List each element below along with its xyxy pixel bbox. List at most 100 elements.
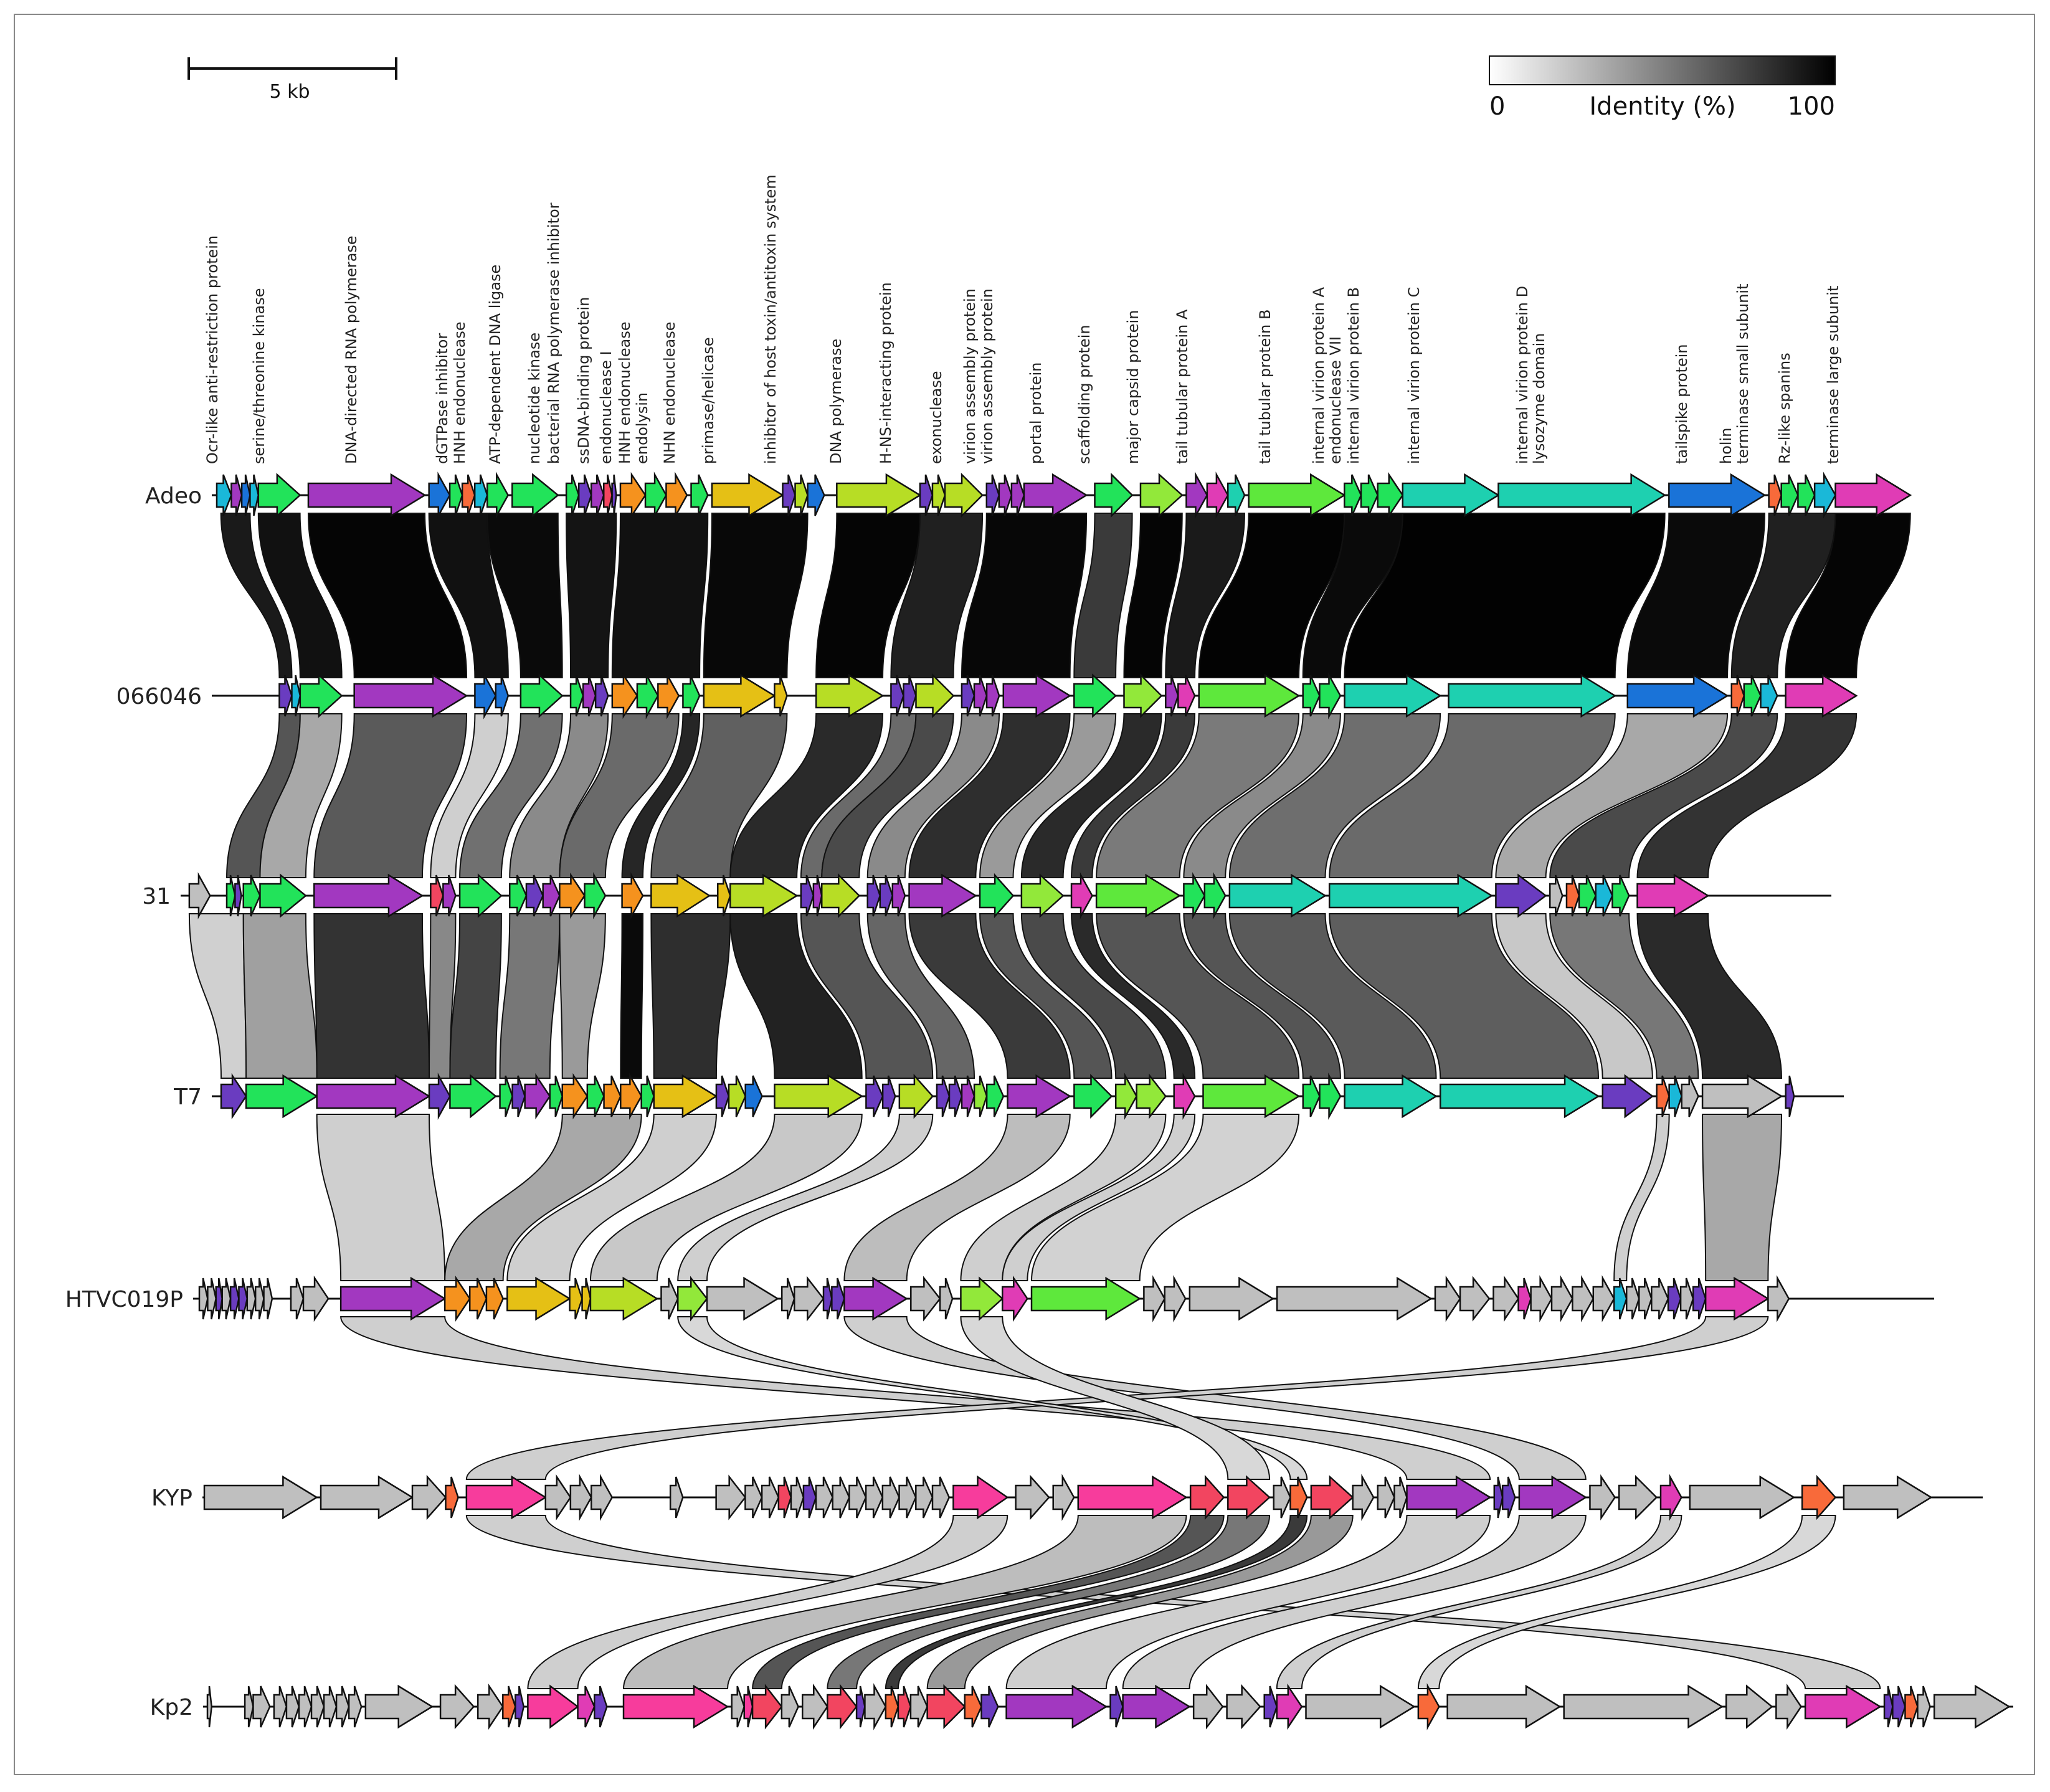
gene-arrow: [339, 1276, 447, 1321]
gene-arrow: [1492, 1275, 1520, 1322]
synteny-link: [979, 713, 1117, 878]
gene-arrow: [915, 673, 955, 719]
gene-arrow: [246, 1278, 257, 1320]
gene-arrow: [1701, 1074, 1783, 1119]
gene-arrow: [291, 675, 301, 717]
gene-arrow: [939, 1278, 954, 1320]
synteny-link: [908, 713, 1071, 878]
gene-arrow: [474, 672, 497, 719]
gene-arrow: [743, 1685, 754, 1728]
gene-arrow: [964, 1685, 982, 1728]
gene-arrow: [676, 1276, 708, 1322]
gene-arrow: [1020, 873, 1065, 918]
gene-arrow: [525, 875, 544, 917]
gene-arrow: [565, 474, 580, 516]
gene-annotation-label: internal virion protein A: [1310, 287, 1327, 464]
gene-arrow: [711, 473, 784, 518]
synteny-link: [650, 913, 731, 1079]
gene-arrow: [800, 875, 815, 917]
gene-arrow: [881, 1075, 896, 1117]
gene-arrow: [594, 675, 609, 717]
gene-arrow: [1183, 872, 1206, 919]
legend-min-label: 0: [1489, 92, 1505, 121]
scale-bar: 5 kb: [187, 57, 397, 103]
synteny-link: [677, 1114, 934, 1281]
gene-arrow: [669, 1476, 684, 1519]
gene-annotation-label: terminase small subunit: [1734, 284, 1752, 465]
gene-arrow: [411, 1474, 447, 1520]
gene-arrow: [1165, 675, 1179, 717]
gene-arrow: [926, 1684, 966, 1730]
gene-arrow: [908, 873, 977, 918]
synteny-link: [979, 913, 1113, 1079]
gene-arrow: [465, 1475, 548, 1520]
synteny-link: [1549, 913, 1699, 1079]
gene-annotation-label: NHN endonuclease: [661, 321, 678, 464]
gene-arrow: [1189, 1474, 1225, 1520]
gene-arrow: [1289, 1476, 1308, 1519]
identity-gradient-bar: [1489, 55, 1836, 85]
gene-arrow: [979, 873, 1015, 919]
gene-arrow: [1010, 474, 1025, 516]
synteny-link: [1344, 513, 1666, 678]
gene-arrow: [207, 1278, 217, 1320]
gene-arrow: [1775, 1683, 1802, 1730]
gene-arrow: [244, 1685, 254, 1728]
gene-arrow: [774, 675, 788, 717]
synteny-link: [1636, 713, 1858, 878]
synteny-link: [1636, 913, 1783, 1079]
gene-arrow: [1589, 1474, 1616, 1521]
gene-arrow: [1263, 1685, 1278, 1728]
synteny-link: [1329, 913, 1600, 1079]
gene-arrow: [1659, 1474, 1682, 1521]
genome-label: 066046: [116, 684, 202, 709]
synteny-link: [866, 713, 1000, 878]
synteny-link: [843, 1114, 1071, 1281]
synteny-link: [449, 913, 502, 1079]
gene-arrow: [1360, 474, 1379, 516]
gene-annotation-label: holin: [1717, 428, 1735, 464]
gene-arrow: [263, 1278, 273, 1320]
gene-arrow: [461, 474, 476, 516]
gene-arrow: [1139, 473, 1184, 518]
gene-arrow: [1760, 675, 1778, 717]
gene-annotation-label: ATP-dependent DNA ligase: [486, 265, 504, 464]
gene-arrow: [761, 1476, 780, 1519]
gene-arrow: [621, 872, 644, 919]
gene-arrow: [502, 1685, 516, 1728]
synteny-link: [1198, 513, 1345, 678]
gene-arrow: [998, 474, 1013, 516]
gene-arrow: [1377, 1476, 1395, 1519]
gene-arrow: [577, 474, 592, 516]
gene-arrow: [1001, 1275, 1028, 1322]
gene-annotation-label: DNA-directed RNA polymerase: [343, 235, 360, 464]
gene-arrow: [1077, 1475, 1188, 1520]
gene-arrow: [619, 472, 647, 519]
gene-arrow: [716, 875, 731, 917]
synteny-links: [188, 513, 1911, 1689]
gene-arrow: [1228, 873, 1327, 918]
gene-arrow: [931, 474, 946, 516]
gene-arrow: [1344, 1074, 1438, 1119]
gene-arrow: [1164, 1275, 1187, 1322]
gene-arrow: [731, 1685, 746, 1728]
gene-arrow: [569, 1278, 583, 1320]
gene-arrow: [448, 474, 463, 516]
gene-annotation-label: nucleotide kinase: [526, 333, 543, 464]
gene-arrow: [1780, 474, 1799, 516]
synteny-link: [506, 1114, 717, 1281]
synteny-link: [589, 1114, 863, 1281]
gene-arrow: [715, 1075, 730, 1117]
synteny-link: [866, 913, 975, 1079]
gene-arrow: [323, 1685, 338, 1728]
gene-arrow: [1785, 673, 1858, 718]
gene-arrow: [897, 1685, 912, 1728]
gene-arrow: [1094, 472, 1134, 518]
gene-arrow: [310, 1685, 325, 1728]
gene-arrow: [820, 873, 861, 919]
gene-annotation-label: dGTPase inhibitor: [434, 333, 451, 464]
gene-arrow: [252, 1685, 271, 1728]
gene-arrow: [1785, 1075, 1795, 1117]
